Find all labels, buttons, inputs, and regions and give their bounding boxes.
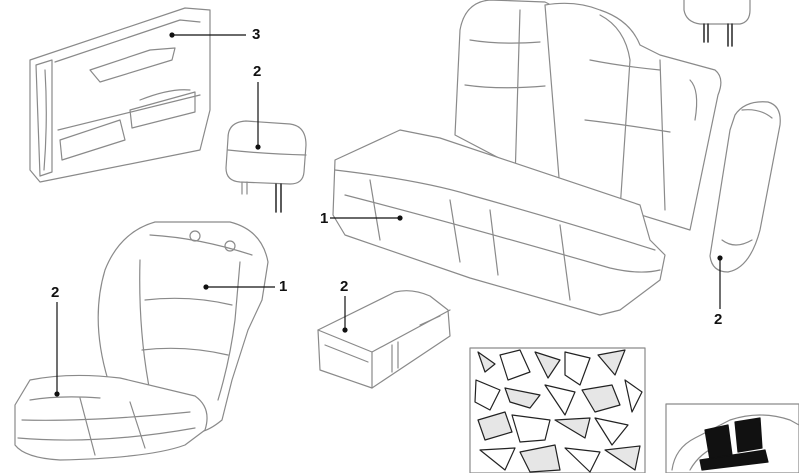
leader-dot [203, 284, 209, 290]
rear-bench-seat-icon [332, 0, 722, 316]
callout-headrest-front: 2 [253, 63, 262, 80]
leader-dot [397, 215, 403, 221]
callout-front-cushion: 2 [51, 284, 60, 301]
front-seat-icon [14, 221, 269, 461]
trim-cut-pieces-swatch-icon [469, 347, 646, 473]
leader-dot [255, 144, 261, 150]
rear-headrest-icon [683, 0, 751, 47]
callout-armrest: 2 [340, 278, 349, 295]
front-headrest-icon [225, 120, 307, 213]
center-armrest-box-icon [317, 290, 451, 389]
vehicle-overview-inset-icon [665, 403, 799, 473]
leader-dot [169, 32, 175, 38]
side-bolster-trim-icon [709, 101, 781, 273]
leader-dot [342, 327, 348, 333]
callout-front-backrest: 1 [279, 278, 288, 295]
callout-side-bolster: 2 [714, 311, 723, 328]
door-trim-panel-icon [29, 7, 211, 183]
callout-door-trim: 3 [252, 26, 261, 43]
callout-rear-seat: 1 [320, 210, 329, 227]
leader-dot [717, 255, 723, 261]
leader-dot [54, 391, 60, 397]
